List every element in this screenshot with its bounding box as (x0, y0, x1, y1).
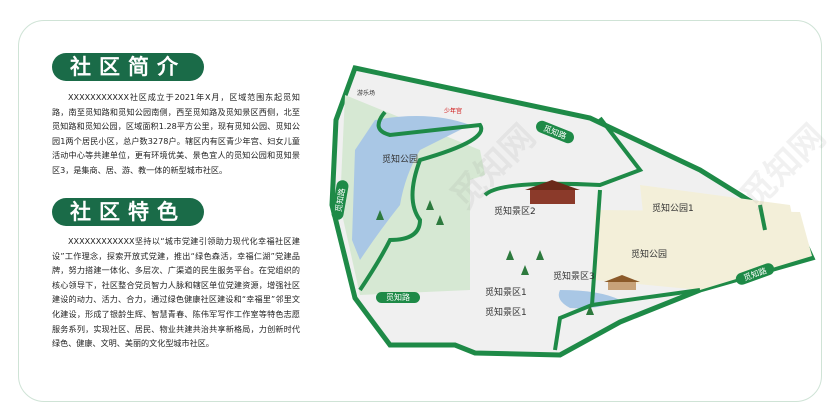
features-title: 社区特色 (52, 198, 204, 226)
board-frame (18, 20, 822, 402)
lake (352, 116, 470, 260)
park-east-label: 觅知公园 (631, 248, 667, 260)
scenic1-label-2: 觅知景区1 (485, 306, 527, 318)
road-bottom-badge (376, 292, 420, 303)
temple-icon (525, 180, 580, 204)
park-path (358, 110, 484, 292)
road-bottom-label: 觅知路 (386, 292, 410, 302)
park1-label: 觅知公园1 (652, 202, 694, 214)
east-path (591, 288, 701, 307)
scenic3-label: 觅知景区3 (553, 270, 595, 282)
park1-north-area (640, 185, 795, 232)
central-road (553, 189, 602, 351)
features-text: XXXXXXXXXXXX坚持以“城市党建引领助力现代化幸福社区建设”工作理念，探… (52, 236, 300, 349)
scenic2-label: 觅知景区2 (494, 205, 536, 217)
east-temple-icon (604, 275, 640, 290)
scenic1-label: 觅知景区1 (485, 286, 527, 298)
youth-palace-label: 少年宫 (444, 107, 462, 115)
road-left-label: 觅知路 (333, 187, 347, 212)
scenic2-path (483, 116, 644, 197)
park1-path (758, 204, 767, 231)
playground-label: 游乐场 (357, 89, 375, 97)
park-label: 觅知公园 (382, 153, 418, 165)
intro-text: XXXXXXXXXXX社区成立于2021年X月，区域范围东起觅知路，南至觅知路和… (52, 92, 300, 175)
intro-title: 社区简介 (52, 53, 204, 81)
trees (376, 200, 594, 315)
